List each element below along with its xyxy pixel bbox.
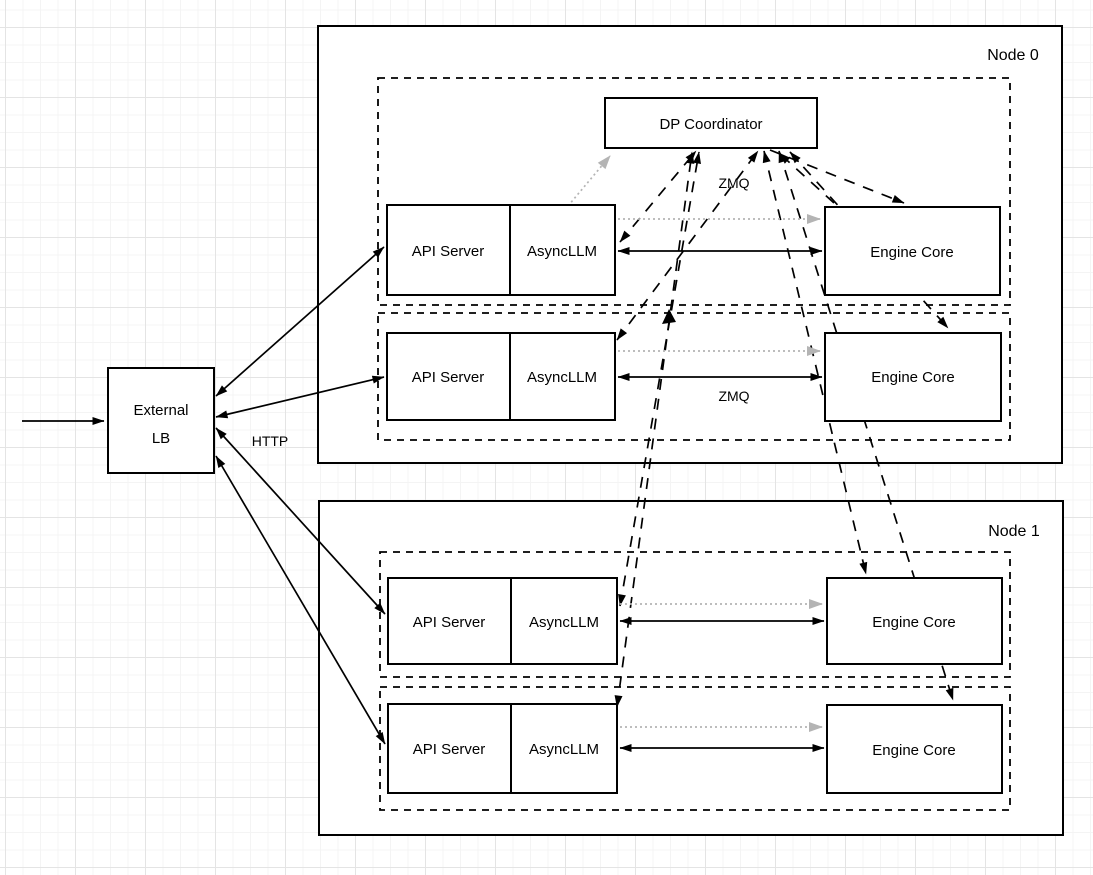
- node0-row2-asyncllm-label: AsyncLLM: [527, 369, 597, 386]
- node0-title: Node 0: [987, 47, 1039, 64]
- node1-title: Node 1: [988, 523, 1040, 540]
- dp-coordinator-box: [604, 97, 818, 149]
- external-lb-box: [107, 367, 215, 474]
- edge-async-n0r1-dp-dotted: [567, 155, 611, 207]
- node1-row1-api-server-box: [387, 577, 512, 665]
- node0-row1-engine-core-label: Engine Core: [870, 244, 953, 261]
- node1-row2-asyncllm-label: AsyncLLM: [529, 741, 599, 758]
- node1-row1-engine-core-label: Engine Core: [872, 614, 955, 631]
- node1-row2-api-server-label: API Server: [413, 741, 486, 758]
- node0-row2-api-server-box: [386, 332, 511, 421]
- zmq-row-label: ZMQ: [718, 388, 749, 404]
- node1-row2-api-server-box: [387, 703, 512, 794]
- node1-row2-asyncllm-box: [510, 703, 618, 794]
- node0-row2-api-server-label: API Server: [412, 369, 485, 386]
- node1-row1-asyncllm-box: [510, 577, 618, 665]
- node0-row1-asyncllm-box: [509, 204, 616, 296]
- edge-dp-async-n1r2: [614, 151, 695, 708]
- edge-lb-api-n0r2: [215, 375, 385, 419]
- zmq-coordinator-label: ZMQ: [718, 175, 749, 191]
- mid-arrowhead: [662, 309, 676, 324]
- edge-lb-api-n1r2: [215, 455, 386, 745]
- node1-row2-engine-core-box: [826, 704, 1003, 794]
- node1-row1-engine-core-box: [826, 577, 1003, 665]
- node0-row1-asyncllm-label: AsyncLLM: [527, 243, 597, 260]
- edge-dp-engine-n1r2: [778, 150, 954, 701]
- dp-coordinator-label: DP Coordinator: [659, 116, 762, 133]
- node0-row2-engine-core-box: [824, 332, 1002, 422]
- node1-row1-api-server-label: API Server: [413, 614, 486, 631]
- external-lb-label-line2: LB: [152, 430, 170, 447]
- node0-row1-api-server-box: [386, 204, 511, 296]
- node0-row1-api-server-label: API Server: [412, 243, 485, 260]
- http-label: HTTP: [252, 433, 289, 449]
- node0-row2-engine-core-label: Engine Core: [871, 369, 954, 386]
- node0-row1-engine-core-box: [824, 206, 1001, 296]
- node1-row2-engine-core-label: Engine Core: [872, 742, 955, 759]
- node0-row2-asyncllm-box: [509, 332, 616, 421]
- external-lb-label-line1: External: [133, 402, 188, 419]
- node1-row2-group: [379, 686, 1011, 811]
- edge-lb-api-n0r1: [215, 246, 385, 397]
- node1-row1-asyncllm-label: AsyncLLM: [529, 614, 599, 631]
